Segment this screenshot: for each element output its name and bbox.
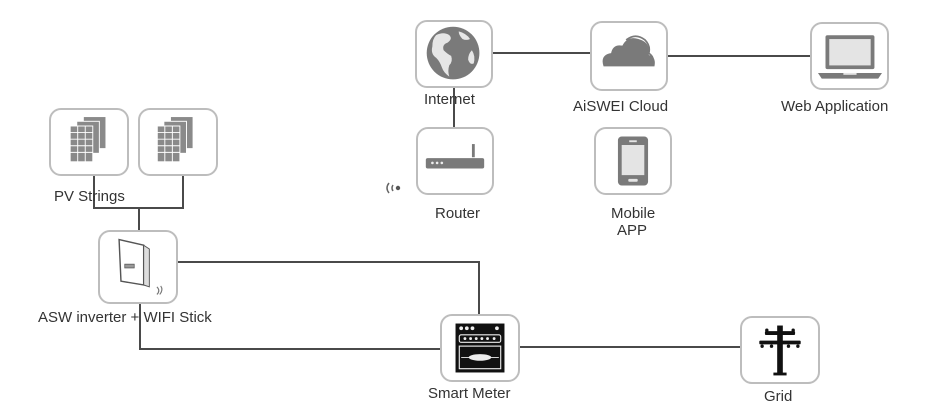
inverter-icon [118,238,163,295]
router-box[interactable] [416,127,494,195]
cloud-box[interactable] [590,21,668,91]
router-label: Router [435,205,481,222]
pv-string-1-box[interactable] [49,108,129,176]
wire-inverter-meter-top-h [178,261,480,263]
globe-icon [426,26,480,80]
pv-string-2-box[interactable] [138,108,218,176]
wire-pv-to-inverter [138,207,140,231]
inverter-label: ASW inverter + WIFI Stick [38,309,212,326]
wire-meter-grid [519,346,741,348]
wire-pv2-down [182,176,184,208]
grid-label: Grid [764,388,793,405]
cloud-label: AiSWEI Cloud [573,98,669,115]
mobile-app-label-line2: APP [617,222,648,239]
power-pole-icon [759,325,801,376]
pv-strings-label: PV Strings [54,188,125,205]
cloud-icon [602,35,655,67]
smart-meter-box[interactable] [440,314,520,382]
wire-internet-router [453,88,455,128]
web-app-label: Web Application [781,98,889,115]
wire-inverter-meter-bottom-v [139,288,141,350]
wire-internet-cloud [492,52,591,54]
mobile-app-label-line1: Mobile [611,205,656,222]
laptop-icon [817,35,882,79]
wire-inverter-meter-bottom-h [139,348,441,350]
inverter-box[interactable] [98,230,178,304]
internet-box[interactable] [415,20,493,88]
wireless-signal-icon [386,182,401,194]
wire-cloud-webapp [666,55,811,57]
smart-meter-label: Smart Meter [428,385,511,402]
smartphone-icon [617,136,649,186]
internet-label: Internet [424,91,475,108]
web-app-box[interactable] [810,22,889,90]
wifi-signal-icon [156,285,163,295]
wire-pv1-down [93,176,95,208]
solar-panel-icon [69,116,107,163]
grid-box[interactable] [740,316,820,384]
mobile-app-box[interactable] [594,127,672,195]
wire-inverter-meter-top-v [478,261,480,315]
solar-panel-icon [156,116,194,163]
router-icon [425,144,485,169]
smart-meter-icon [455,323,505,373]
